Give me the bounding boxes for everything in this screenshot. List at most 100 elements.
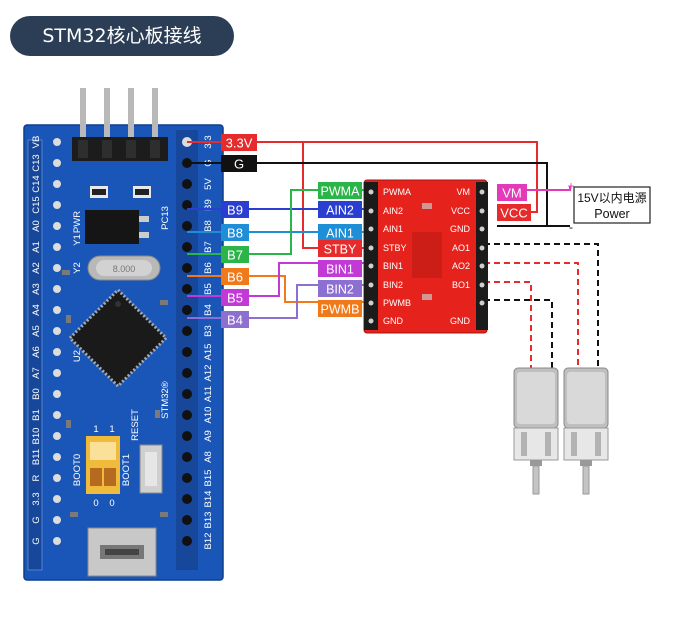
- driver-pin-label: AO2: [452, 261, 470, 271]
- pin-label: B1: [31, 409, 42, 421]
- driver-pin-label: BIN2: [383, 280, 403, 290]
- pin-label: B13: [203, 512, 214, 529]
- pin-label: R: [31, 474, 42, 481]
- pin-label: VB: [31, 136, 42, 149]
- driver-pin-label: PWMA: [383, 187, 411, 197]
- pin-label: B0: [31, 388, 42, 400]
- pin-label: A10: [203, 407, 214, 424]
- driver-pin-label: GND: [450, 316, 471, 326]
- pin-label: B8: [203, 220, 214, 232]
- power-plus: +: [567, 179, 574, 193]
- tag-b5: B5: [227, 291, 243, 306]
- pin-label: B6: [203, 262, 214, 274]
- tag-stby: STBY: [324, 243, 357, 257]
- tag-b8: B8: [227, 226, 243, 241]
- tag-b6: B6: [227, 270, 243, 285]
- wire-gnd2-motor: [484, 299, 553, 372]
- stm32-right-header: [182, 137, 192, 546]
- pin-label: A5: [31, 325, 42, 337]
- tag-ain2: AIN2: [326, 204, 354, 218]
- tag-pwmb: PWMB: [321, 303, 360, 317]
- driver-tags: PWMA AIN2 AIN1 STBY BIN1 BIN2 PWMB VM VC…: [318, 182, 531, 317]
- stm32-right-pin-labels: 3.3 G 5V B9 B8 B7 B6 B5 B4 B3 A15 A12 A1…: [203, 135, 214, 549]
- driver-pin-label: AO1: [452, 243, 470, 253]
- pin-label: G: [31, 537, 42, 544]
- driver-pin-label: STBY: [383, 243, 407, 253]
- pin-label: B12: [203, 533, 214, 550]
- tag-bin1: BIN1: [326, 263, 354, 277]
- pin-label: B7: [203, 241, 214, 253]
- pin-label: A6: [31, 346, 42, 358]
- silk-pc13: PC13: [160, 206, 171, 230]
- silk-y2: Y2: [72, 262, 83, 274]
- pin-label: C13: [31, 154, 42, 171]
- driver-pin-label: BO1: [452, 280, 470, 290]
- tag-b9: B9: [227, 203, 243, 218]
- pin-label: A12: [203, 365, 214, 382]
- tag-b7: B7: [227, 248, 243, 263]
- pin-label: B3: [203, 325, 214, 337]
- header-pins-top: [72, 88, 168, 161]
- pin-label: A15: [203, 344, 214, 361]
- pin-label: 3.3: [31, 492, 42, 505]
- pin-label: B9: [203, 199, 214, 211]
- silk-y1: Y1: [72, 234, 83, 246]
- motor-left: [513, 367, 559, 495]
- silk-one-b: 1: [109, 424, 114, 435]
- stm32-left-holes: [53, 138, 61, 545]
- driver-board: PWMA AIN2 AIN1 STBY BIN1 BIN2 PWMB GND V…: [363, 179, 488, 334]
- page-title: STM32核心板接线: [10, 16, 234, 56]
- wire-ao1-motor: [484, 243, 599, 372]
- mcu-chip: [67, 287, 169, 389]
- wire-ao2-motor: [484, 262, 579, 372]
- crystal-label: 8.000: [113, 264, 136, 274]
- driver-pin-label: AIN2: [383, 206, 403, 216]
- pin-label: 5V: [203, 178, 214, 190]
- driver-pin-label: VCC: [451, 206, 471, 216]
- driver-pin-label: BIN1: [383, 261, 403, 271]
- power-label-1: 15V以内电源: [577, 191, 646, 205]
- pin-label: A9: [203, 430, 214, 442]
- tag-3v3: 3.3V: [226, 136, 253, 151]
- pin-label: C14: [31, 175, 42, 192]
- pin-label: A0: [31, 220, 42, 232]
- pin-label: A8: [203, 451, 214, 463]
- driver-pin-label: AIN1: [383, 224, 403, 234]
- driver-pin-label: VM: [457, 187, 471, 197]
- silk-reset: RESET: [130, 409, 141, 441]
- tag-vm: VM: [502, 186, 522, 201]
- pin-label: A4: [31, 304, 42, 316]
- pin-label: C15: [31, 196, 42, 213]
- pin-label: G: [31, 516, 42, 523]
- silk-boot1: BOOT1: [121, 454, 132, 486]
- pin-label: B15: [203, 470, 214, 487]
- silk-model: STM32®: [160, 381, 171, 419]
- tag-ain1: AIN1: [326, 227, 354, 241]
- pin-label: A1: [31, 241, 42, 253]
- driver-pin-label: GND: [450, 224, 471, 234]
- tag-g: G: [234, 157, 244, 172]
- tag-bin2: BIN2: [326, 283, 354, 297]
- silk-boot0: BOOT0: [72, 454, 83, 486]
- stm32-board: 8.000: [23, 88, 224, 581]
- pin-label: A3: [31, 283, 42, 295]
- pin-label: B5: [203, 283, 214, 295]
- pin-label: A2: [31, 262, 42, 274]
- wire-bo1-motor: [484, 281, 532, 372]
- motor-right: [563, 367, 609, 495]
- silk-u2: U2: [72, 350, 83, 362]
- pin-label: B10: [31, 428, 42, 445]
- stm32-left-pin-labels: VB C13 C14 C15 A0 A1 A2 A3 A4 A5 A6 A7 B…: [31, 136, 42, 545]
- silk-zero-b: 0: [109, 498, 114, 509]
- tag-b4: B4: [227, 313, 243, 328]
- driver-pin-label: GND: [383, 316, 404, 326]
- power-label-2: Power: [594, 207, 629, 221]
- pin-label: A11: [203, 386, 214, 402]
- pin-label: B14: [203, 491, 214, 508]
- power-minus: -: [569, 220, 573, 234]
- silk-one-a: 1: [93, 424, 98, 435]
- pin-label: A7: [31, 367, 42, 379]
- power-supply: 15V以内电源 Power + -: [567, 179, 651, 234]
- pin-label: B4: [203, 304, 214, 316]
